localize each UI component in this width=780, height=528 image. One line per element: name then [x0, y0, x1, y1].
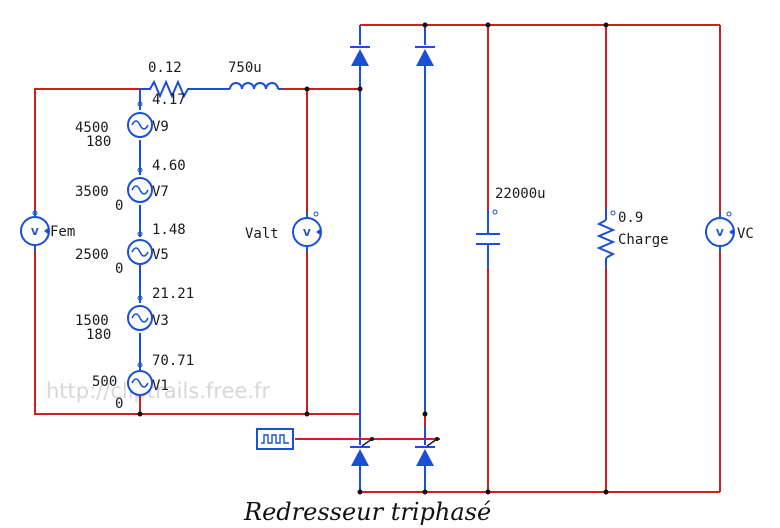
resistor-value: 0.12 — [148, 60, 182, 76]
source-v3: 21.21 V3 1500 180 — [75, 286, 194, 343]
series-resistor: 0.12 — [140, 60, 230, 99]
source-v1: 70.71 V1 500 0 — [92, 353, 194, 412]
v7-amplitude: 4.60 — [152, 158, 186, 174]
voltmeter-fem: V Fem — [20, 210, 75, 246]
thyristor-bottom-right — [415, 438, 438, 466]
thyristor-bottom-left — [350, 438, 373, 466]
caption: Redresseur triphasé — [243, 498, 491, 526]
vc-label: VC — [737, 226, 754, 242]
voltmeter-valt: V Valt — [245, 211, 322, 247]
diode-top-left — [350, 46, 370, 66]
pulse-generator-icon — [256, 428, 294, 450]
valt-symbol: V — [303, 228, 311, 239]
series-inductor: 750u — [228, 60, 283, 90]
v5-frequency: 2500 — [75, 247, 109, 263]
inductor-value: 750u — [228, 60, 262, 76]
v3-phase: 180 — [86, 327, 111, 343]
source-v9: 4.17 V9 4500 180 — [75, 92, 186, 150]
v3-amplitude: 21.21 — [152, 286, 194, 302]
v3-frequency: 1500 — [75, 313, 109, 329]
source-v7: 4.60 V7 3500 0 — [75, 158, 186, 214]
v7-frequency: 3500 — [75, 184, 109, 200]
v9-amplitude: 4.17 — [152, 92, 186, 108]
load-value: 0.9 — [618, 210, 643, 226]
watermark: http://cliptrails.free.fr — [46, 379, 270, 403]
voltmeter-vc: V VC — [705, 211, 754, 247]
capacitor-value: 22000u — [495, 186, 546, 202]
v1-phase: 0 — [115, 396, 123, 412]
v9-frequency: 4500 — [75, 120, 109, 136]
v5-name: V5 — [152, 247, 169, 263]
v1-amplitude: 70.71 — [152, 353, 194, 369]
fem-symbol: V — [31, 227, 39, 238]
vc-symbol: V — [716, 228, 724, 239]
v7-name: V7 — [152, 184, 169, 200]
v9-name: V9 — [152, 119, 169, 135]
valt-label: Valt — [245, 226, 279, 242]
load-name: Charge — [618, 232, 669, 248]
capacitor: 22000u — [476, 186, 546, 245]
v3-name: V3 — [152, 313, 169, 329]
junction-nodes — [137, 22, 609, 495]
v5-phase: 0 — [115, 261, 123, 277]
v1-name: V1 — [152, 378, 169, 394]
source-v5: 1.48 V5 2500 0 — [75, 222, 186, 277]
wires — [34, 24, 721, 493]
v9-phase: 180 — [86, 134, 111, 150]
component-leads — [34, 25, 721, 492]
load-resistor: 0.9 Charge — [596, 210, 669, 259]
v7-phase: 0 — [115, 198, 123, 214]
v1-frequency: 500 — [92, 374, 117, 390]
fem-label: Fem — [50, 224, 75, 240]
v5-amplitude: 1.48 — [152, 222, 186, 238]
diode-top-right — [415, 46, 435, 66]
